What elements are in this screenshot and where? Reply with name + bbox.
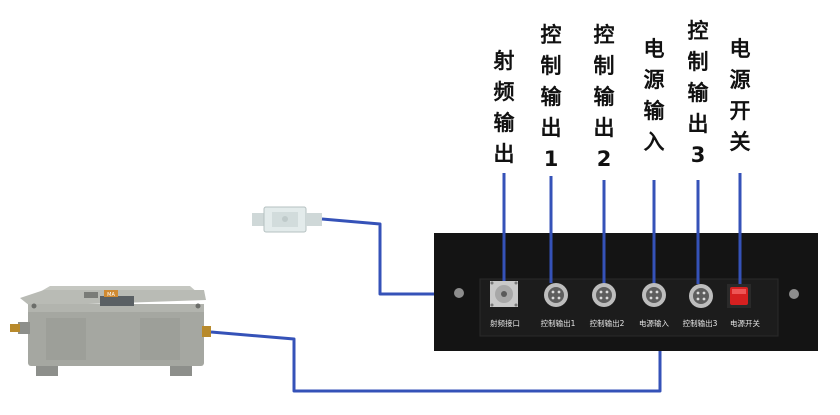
label-power-input: 电源输入 xyxy=(639,318,669,328)
label-control-output-1: 控制输出1 xyxy=(541,318,576,328)
label-power-switch: 电源开关 xyxy=(730,318,760,328)
screw-right-icon xyxy=(789,289,799,299)
power-input-connector xyxy=(642,283,666,307)
label-rf-port: 射频接口 xyxy=(490,318,520,328)
callout-power-input: 电 源 输 入 xyxy=(643,37,665,154)
rf-connector xyxy=(490,281,518,307)
cable-gland-left-icon xyxy=(10,324,20,332)
control-connector-3 xyxy=(689,284,713,308)
panel-labels: 射频接口 控制输出1 控制输出2 电源输入 控制输出3 电源开关 xyxy=(490,318,760,328)
callout-power-switch: 电 源 开 关 xyxy=(729,37,751,154)
enclosure-nameplate xyxy=(100,296,134,306)
callout-control-output-2: 控 制 输 出 2 xyxy=(593,23,615,171)
ma-mark-text: MA xyxy=(107,292,115,298)
screw-left-icon xyxy=(454,288,464,298)
callout-rf-output: 射 频 输 出 xyxy=(493,49,515,166)
cable-gland-right-icon xyxy=(202,326,211,337)
label-control-output-3: 控制输出3 xyxy=(683,318,718,328)
explosion-proof-enclosure: MA xyxy=(10,286,211,376)
callout-control-output-3: 控 制 输 出 3 xyxy=(687,19,709,167)
junction-box xyxy=(252,206,322,233)
control-connector-2 xyxy=(592,283,616,307)
control-connector-1 xyxy=(544,283,568,307)
callout-control-output-1: 控 制 输 出 1 xyxy=(540,23,562,171)
power-switch xyxy=(727,284,751,308)
ma-mark-icon xyxy=(104,290,118,297)
callout-lines xyxy=(502,173,742,284)
power-cable xyxy=(210,326,662,393)
label-control-output-2: 控制输出2 xyxy=(590,318,625,328)
